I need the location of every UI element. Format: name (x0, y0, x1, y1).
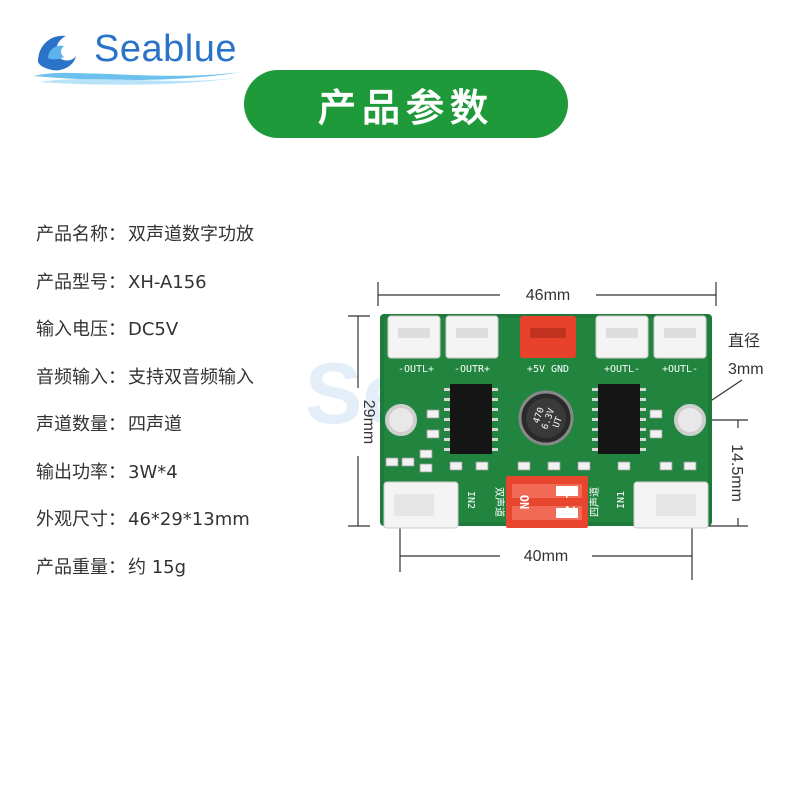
connector-slot (398, 328, 430, 338)
spec-value: XH-A156 (128, 271, 207, 293)
connector-slot (664, 328, 696, 338)
silk-label: +OUTL- (662, 364, 698, 375)
ic-chip (598, 384, 640, 454)
spec-value: 46*29*13mm (128, 509, 250, 530)
spec-list: 产品名称：双声道数字功放 产品型号：XH-A156 输入电压：DC5V 音频输入… (36, 220, 254, 600)
spec-row: 输出功率：3W*4 (36, 458, 254, 506)
spec-value: DC5V (128, 319, 179, 340)
spec-label: 产品名称： (36, 224, 126, 245)
spec-value: 双声道数字功放 (128, 224, 254, 245)
section-banner: 产品参数 (244, 70, 568, 138)
silk-label: +5V GND (527, 364, 569, 375)
spec-row: 声道数量：四声道 (36, 410, 254, 458)
spec-row: 产品名称：双声道数字功放 (36, 220, 254, 268)
capacitor: 470 6.3V UT (518, 390, 574, 446)
brand-name: Seablue (94, 28, 237, 70)
silk-label: +OUTL- (604, 364, 640, 375)
spec-label: 产品型号： (36, 271, 126, 293)
brand-logo: Seablue (30, 22, 250, 86)
spec-label: 输出功率： (36, 461, 126, 483)
cap-label: UT (552, 415, 565, 429)
height-dimension: 29mm (360, 400, 377, 444)
top-connectors (387, 315, 707, 359)
input-label-left: IN2 (465, 491, 476, 509)
logo-underline-swoosh (34, 72, 242, 85)
spec-value: 约 15g (128, 556, 187, 578)
switch-number-label: 1 2 (563, 491, 577, 513)
input-label-right: IN1 (616, 491, 627, 509)
connector-slot (394, 494, 434, 516)
spec-label: 输入电压： (36, 319, 126, 340)
ic-chip (450, 384, 492, 454)
connector-slot (656, 494, 696, 516)
spec-label: 外观尺寸： (36, 509, 126, 530)
switch-right-label: 四声道 (588, 487, 601, 517)
spec-row: 产品重量：约 15g (36, 553, 254, 601)
connector-slot (530, 328, 566, 338)
spec-row: 产品型号：XH-A156 (36, 268, 254, 316)
width-dimension: 46mm (526, 287, 570, 304)
spec-label: 产品重量： (36, 556, 126, 578)
switch-on-label: ON (517, 495, 531, 509)
spec-row: 外观尺寸：46*29*13mm (36, 505, 254, 553)
hole-diameter-label: 直径 (728, 332, 760, 350)
silk-label: -OUTL+ (398, 364, 434, 375)
spec-row: 音频输入：支持双音频输入 (36, 363, 254, 411)
spec-value: 四声道 (128, 414, 182, 435)
spec-label: 声道数量： (36, 414, 126, 435)
mounting-hole-left (385, 404, 417, 436)
spec-value: 支持双音频输入 (128, 366, 254, 388)
hole-spacing-dimension: 40mm (524, 548, 568, 565)
connector-slot (456, 328, 488, 338)
spec-value: 3W*4 (128, 461, 178, 483)
dip-switch (506, 476, 588, 528)
mounting-hole-right (674, 404, 706, 436)
switch-left-label: 双声道 (493, 487, 506, 517)
connector-slot (606, 328, 638, 338)
amplifier-ics (444, 384, 646, 454)
smd-components (385, 409, 697, 473)
hole-offset-dimension: 14.5mm (728, 444, 745, 502)
hole-diameter-value: 3mm (728, 361, 764, 378)
spec-row: 输入电压：DC5V (36, 315, 254, 363)
top-silkscreen: -OUTL+ -OUTR+ +5V GND +OUTL- +OUTL- (398, 364, 698, 375)
spec-label: 音频输入： (36, 366, 126, 388)
input-connectors (383, 481, 709, 529)
silk-label: -OUTR+ (454, 364, 490, 375)
